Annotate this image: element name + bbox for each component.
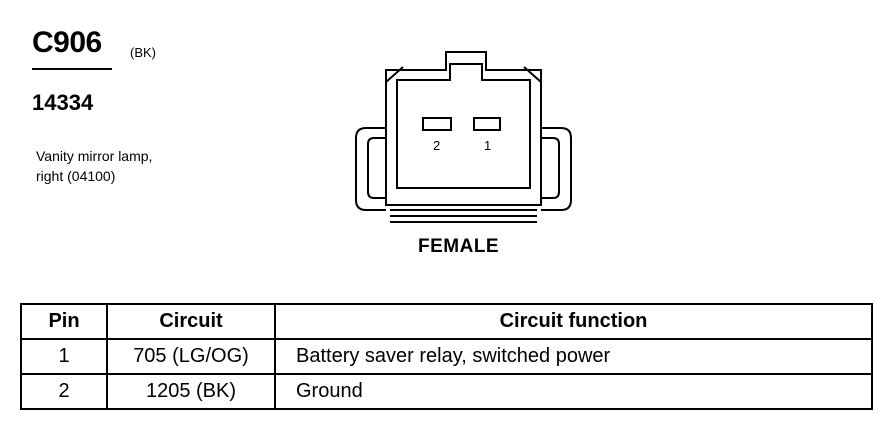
pin-label-2: 2 [433,138,440,153]
pin-cavity-1 [473,117,501,131]
cell-pin: 1 [20,338,108,375]
cell-pin: 2 [20,373,108,410]
connector-id-underline [32,68,112,70]
table-row: 1 705 (LG/OG) Battery saver relay, switc… [20,338,873,375]
connector-id: C906 [32,26,102,59]
latch-right-outer [541,127,572,211]
part-number: 14334 [32,90,94,115]
cell-circuit: 1205 (BK) [106,373,276,410]
connector-housing-outline [385,51,542,206]
pin-cavity-2 [422,117,452,131]
chamfer-right [523,66,542,83]
description-line-1: Vanity mirror lamp, [36,148,153,164]
header-circuit-function: Circuit function [274,303,873,340]
latch-left-inner [367,137,386,199]
gender-label: FEMALE [418,236,500,257]
latch-left-outer [355,127,386,211]
pin-label-1: 1 [484,138,491,153]
description-line-2: right (04100) [36,168,116,184]
chamfer-left [385,66,404,83]
latch-right-inner [541,137,560,199]
connector-color: (BK) [130,45,156,60]
header-pin: Pin [20,303,108,340]
connector-inner-body [396,63,531,189]
pin-table: Pin Circuit Circuit function 1 705 (LG/O… [20,303,873,410]
table-row: 2 1205 (BK) Ground [20,373,873,410]
cell-circuit: 705 (LG/OG) [106,338,276,375]
table-header-row: Pin Circuit Circuit function [20,303,873,340]
cell-circuit-function: Battery saver relay, switched power [274,338,873,375]
cell-circuit-function: Ground [274,373,873,410]
header-circuit: Circuit [106,303,276,340]
connector-face-diagram: 2 1 [355,51,572,223]
